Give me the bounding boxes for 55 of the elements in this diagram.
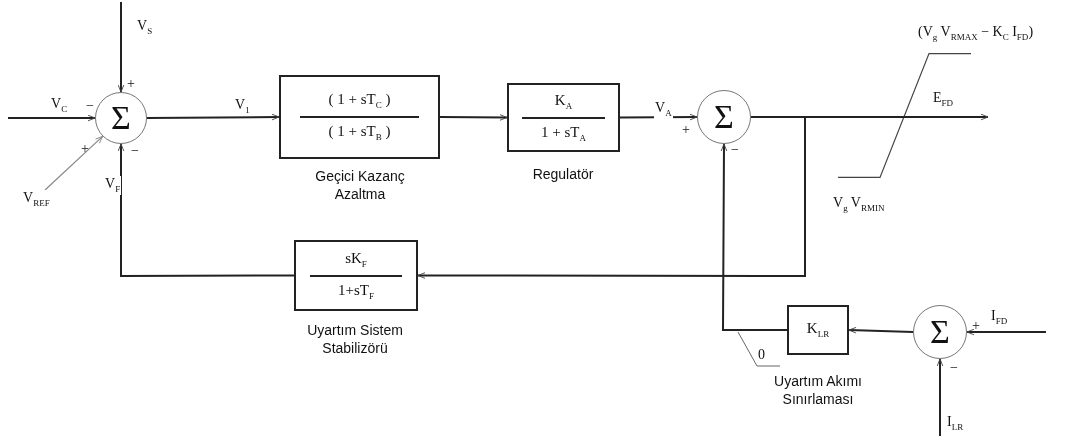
transfer-function-block (787, 305, 849, 355)
summing-junction (697, 90, 751, 144)
signal-arrow (439, 114, 508, 121)
signal-arrow (44, 135, 104, 191)
block-caption: Uyartım Akımı Sınırlaması (773, 373, 863, 408)
sign-label: + (127, 76, 135, 92)
signal-label: E$_{FD}$ (932, 90, 955, 109)
block-caption: Regulatör (531, 166, 595, 184)
signal-arrow (7, 114, 96, 122)
denominator: ( 1 + sT$_{B}$ ) (328, 123, 391, 143)
signal-arrow (619, 113, 698, 121)
saturation-limit-drawing (838, 53, 971, 178)
signal-label: V$_{S}$ (136, 18, 154, 37)
signal-label: V$_{1}$ (234, 97, 251, 116)
sign-label: − (131, 143, 139, 159)
signal-arrow (417, 116, 806, 279)
signal-arrow (146, 113, 280, 121)
sigma-symbol: Σ (930, 315, 950, 349)
signal-arrow (966, 328, 1047, 336)
signal-arrow (970, 113, 989, 121)
gain-label: K$_{LR}$ (806, 320, 830, 340)
signal-label: V$_{C}$ (50, 96, 69, 115)
block-caption: Uyartım Sistem Stabilizörü (306, 322, 404, 357)
signal-arrow (936, 358, 944, 437)
denominator: 1+sT$_{F}$ (338, 281, 374, 302)
transfer-function-block (507, 83, 620, 152)
sigma-symbol: Σ (714, 100, 734, 134)
summing-junction (95, 92, 147, 144)
numerator: K$_{A}$ (554, 91, 573, 112)
signal-label: V$_{REF}$ (22, 190, 51, 209)
signal-arrow (117, 1, 125, 93)
sigma-symbol: Σ (111, 101, 131, 135)
numerator: ( 1 + sT$_{C}$ ) (328, 91, 391, 111)
limit-formula: V$_{g}$ V$_{RMIN}$ (833, 195, 885, 214)
signal-arrow (848, 326, 914, 334)
signal-label: V$_{F}$ (104, 176, 122, 195)
sign-label: − (950, 360, 958, 376)
block-caption: Geçici Kazanç Azaltma (314, 168, 406, 203)
summing-junction (913, 305, 967, 359)
limit-formula: (V$_{g}$ V$_{RMAX}$ − K$_{C}$ I$_{FD}$) (918, 24, 1034, 43)
limit-value: 0 (758, 347, 765, 363)
signal-arrow (720, 143, 788, 331)
signal-label: I$_{FD}$ (990, 308, 1009, 327)
transfer-function-block (294, 240, 418, 311)
transfer-function-block (279, 75, 440, 159)
numerator: sK$_{F}$ (345, 249, 367, 270)
sign-label: − (86, 98, 94, 114)
signal-arrow (117, 143, 295, 277)
sign-label: + (682, 122, 690, 138)
signal-label: I$_{LR}$ (946, 414, 965, 433)
sign-label: + (972, 318, 980, 334)
sign-label: + (81, 141, 89, 157)
sign-label: − (731, 142, 739, 158)
denominator: 1 + sT$_{A}$ (541, 123, 586, 144)
signal-label: V$_{A}$ (654, 100, 673, 119)
